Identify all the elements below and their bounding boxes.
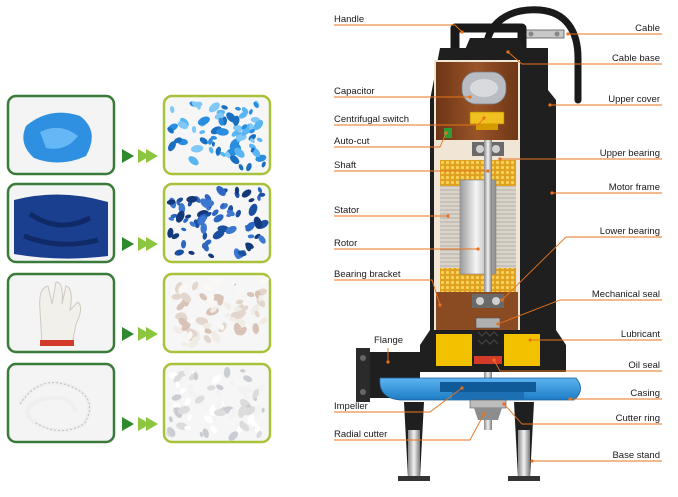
leader-lower-bearing	[501, 236, 662, 301]
cutter-ring-shape	[469, 399, 507, 409]
leader-oil-seal	[493, 359, 662, 372]
leader-auto-cut	[334, 132, 447, 148]
leader-cutter-ring	[503, 403, 662, 425]
capacitor-shape	[461, 71, 507, 105]
leader-impeller	[334, 387, 463, 413]
lubricant-shape-right	[504, 334, 540, 366]
label-bearing-bracket: Bearing bracket	[334, 269, 401, 280]
leader-lines	[334, 24, 662, 463]
arrow-icon	[122, 149, 158, 163]
photo-before-white-cotton-glove	[6, 272, 116, 354]
photo-row	[6, 362, 272, 444]
label-flange: Flange	[374, 335, 403, 346]
cable-clamp	[523, 29, 565, 39]
leader-mechanical-seal	[497, 299, 662, 325]
leader-radial-cutter	[334, 413, 485, 441]
label-shaft: Shaft	[334, 160, 357, 171]
part-labels-left: Handle Capacitor Centrifugal switch Auto…	[334, 14, 409, 440]
lower-bearing-shape	[472, 294, 504, 308]
shaft-shape	[484, 140, 492, 430]
leader-bearing-bracket	[334, 279, 441, 306]
photo-after-shredded-blue-cloth	[162, 182, 272, 264]
arrow-icon	[122, 237, 158, 251]
label-casing: Casing	[630, 388, 660, 399]
label-cutter-ring: Cutter ring	[616, 413, 660, 424]
auto-cut-shape	[444, 128, 452, 138]
photo-row	[6, 272, 272, 354]
shredding-examples	[6, 94, 272, 444]
label-upper-bearing: Upper bearing	[600, 148, 660, 159]
label-auto-cut: Auto-cut	[334, 136, 370, 147]
label-mechanical-seal: Mechanical seal	[592, 289, 660, 300]
photo-after-shredded-glove-fibers	[162, 272, 272, 354]
label-handle: Handle	[334, 14, 364, 25]
oil-seal-shape	[474, 356, 502, 364]
label-impeller: Impeller	[334, 401, 368, 412]
photo-before-white-rope	[6, 362, 116, 444]
label-cable-base: Cable base	[612, 53, 660, 64]
centrifugal-switch-shape	[469, 111, 505, 130]
photo-row	[6, 94, 272, 176]
arrow-icon	[122, 327, 158, 341]
cable-base-shape	[464, 38, 526, 52]
label-lower-bearing: Lower bearing	[600, 226, 660, 237]
label-rotor: Rotor	[334, 238, 357, 249]
leader-handle	[334, 24, 463, 33]
label-radial-cutter: Radial cutter	[334, 429, 387, 440]
photo-before-dark-blue-cloth	[6, 182, 116, 264]
label-base-stand: Base stand	[612, 450, 660, 461]
label-upper-cover: Upper cover	[608, 94, 660, 105]
leader-cable-base	[507, 51, 662, 65]
lubricant-shape	[436, 334, 472, 366]
label-motor-frame: Motor frame	[609, 182, 660, 193]
radial-cutter-shape	[474, 408, 502, 420]
photo-row	[6, 182, 272, 264]
leader-centrifugal-switch	[334, 117, 485, 126]
impeller-shape	[440, 382, 536, 400]
label-oil-seal: Oil seal	[628, 360, 660, 371]
label-lubricant: Lubricant	[621, 329, 660, 340]
mechanical-seal-shape	[475, 317, 501, 345]
base-stand-shape	[398, 402, 540, 481]
photo-after-shredded-blue-plastic	[162, 94, 272, 176]
label-stator: Stator	[334, 205, 359, 216]
label-cable: Cable	[635, 23, 660, 34]
photo-before-blue-plastic-sheet	[6, 94, 116, 176]
photo-after-shredded-rope-fibers	[162, 362, 272, 444]
handle-shape	[450, 23, 527, 55]
label-centrifugal-switch: Centrifugal switch	[334, 114, 409, 125]
label-capacitor: Capacitor	[334, 86, 375, 97]
arrow-icon	[122, 417, 158, 431]
pump-cutaway	[356, 6, 582, 481]
part-labels-right: Cable Cable base Upper cover Upper beari…	[592, 23, 660, 461]
